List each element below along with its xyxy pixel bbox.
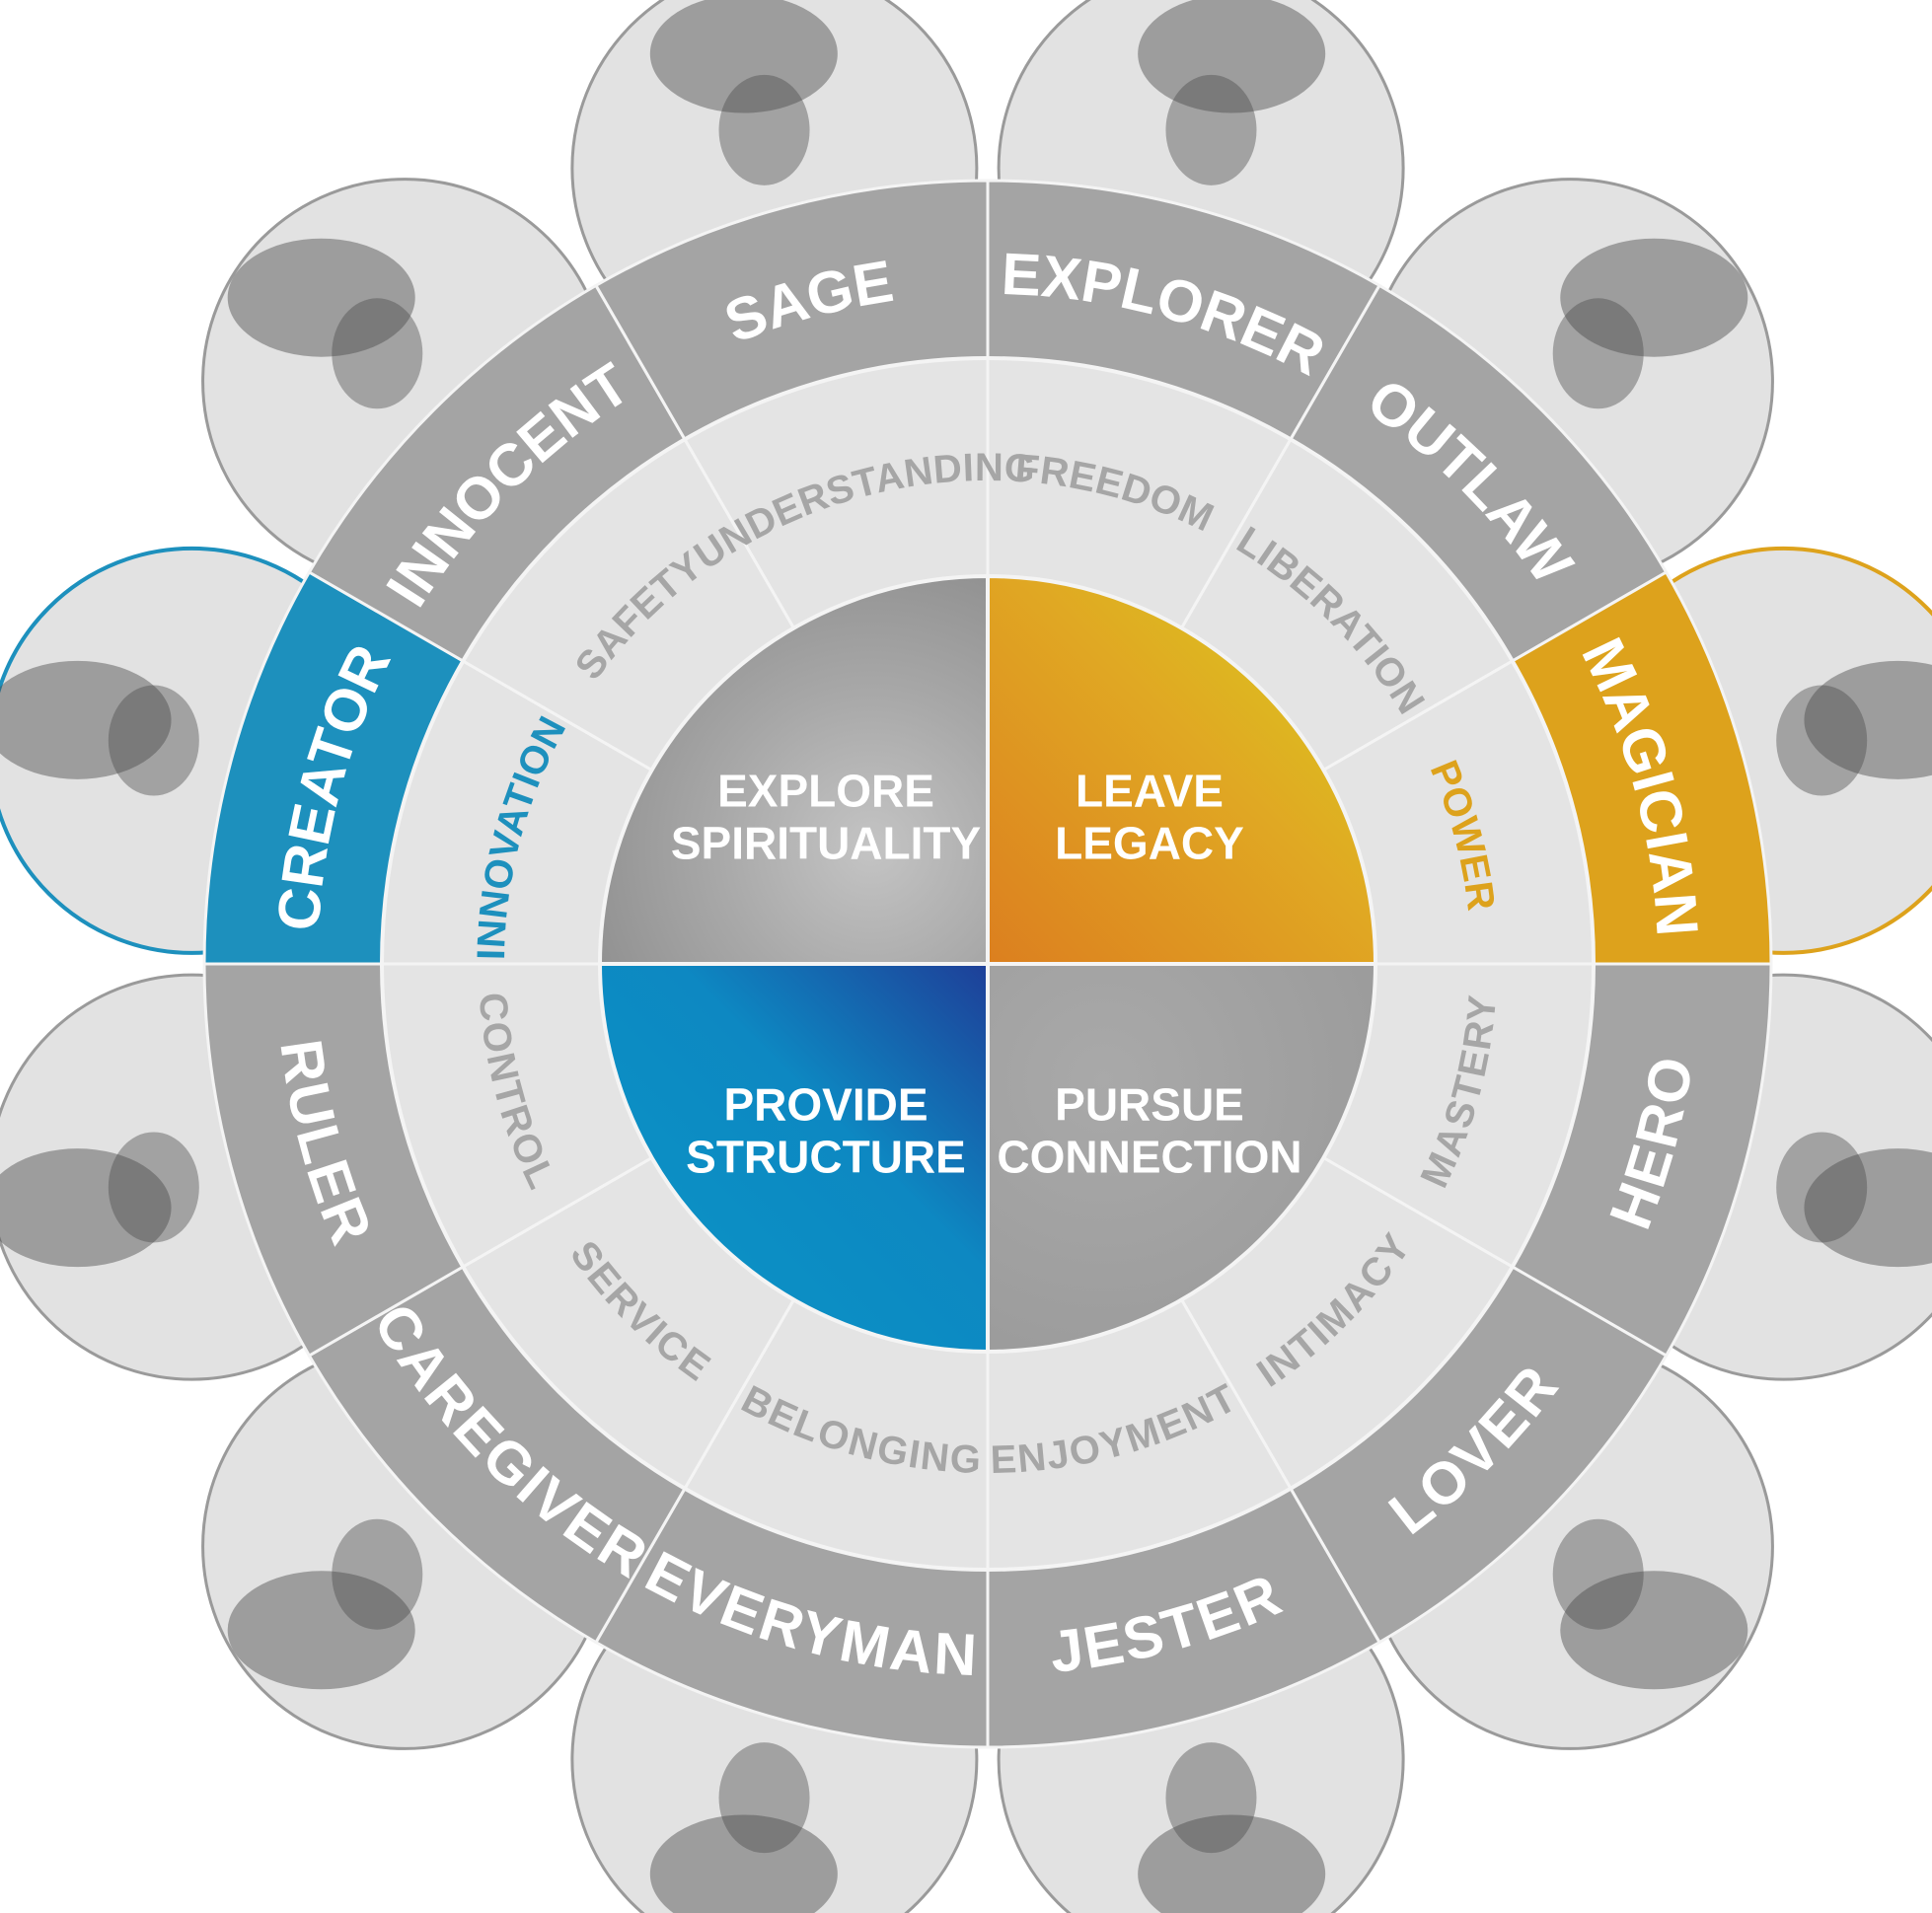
- quadrant-connection: [986, 962, 1378, 1355]
- quadrant-structure: [597, 962, 990, 1355]
- goal-quadrants: [597, 573, 1378, 1355]
- value-ring: [380, 356, 1596, 1572]
- archetype-ring: [202, 179, 1773, 1749]
- quadrant-legacy: [986, 573, 1378, 966]
- quadrant-spirituality: [597, 573, 990, 966]
